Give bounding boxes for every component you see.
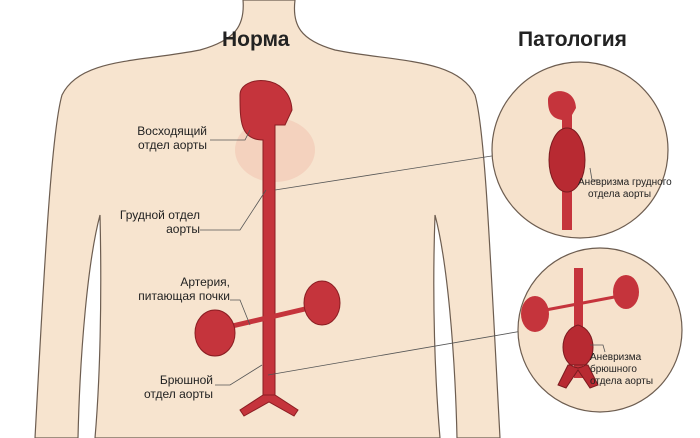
abdominal-aneurysm [557, 324, 599, 389]
label-renal: Артерия,питающая почки [138, 275, 230, 303]
thoracic-aneurysm [548, 127, 586, 193]
right-kidney [303, 280, 341, 326]
right-kidney-small [613, 275, 639, 309]
abdominal-circle [517, 247, 683, 413]
aortic-arch [239, 80, 293, 401]
left-kidney-small [521, 296, 549, 332]
abdominal-aorta-small [574, 268, 583, 378]
title-pathology: Патология [518, 28, 627, 51]
left-kidney [194, 309, 236, 357]
aorta-bifurcation [239, 394, 299, 417]
title-norm: Норма [222, 28, 290, 51]
